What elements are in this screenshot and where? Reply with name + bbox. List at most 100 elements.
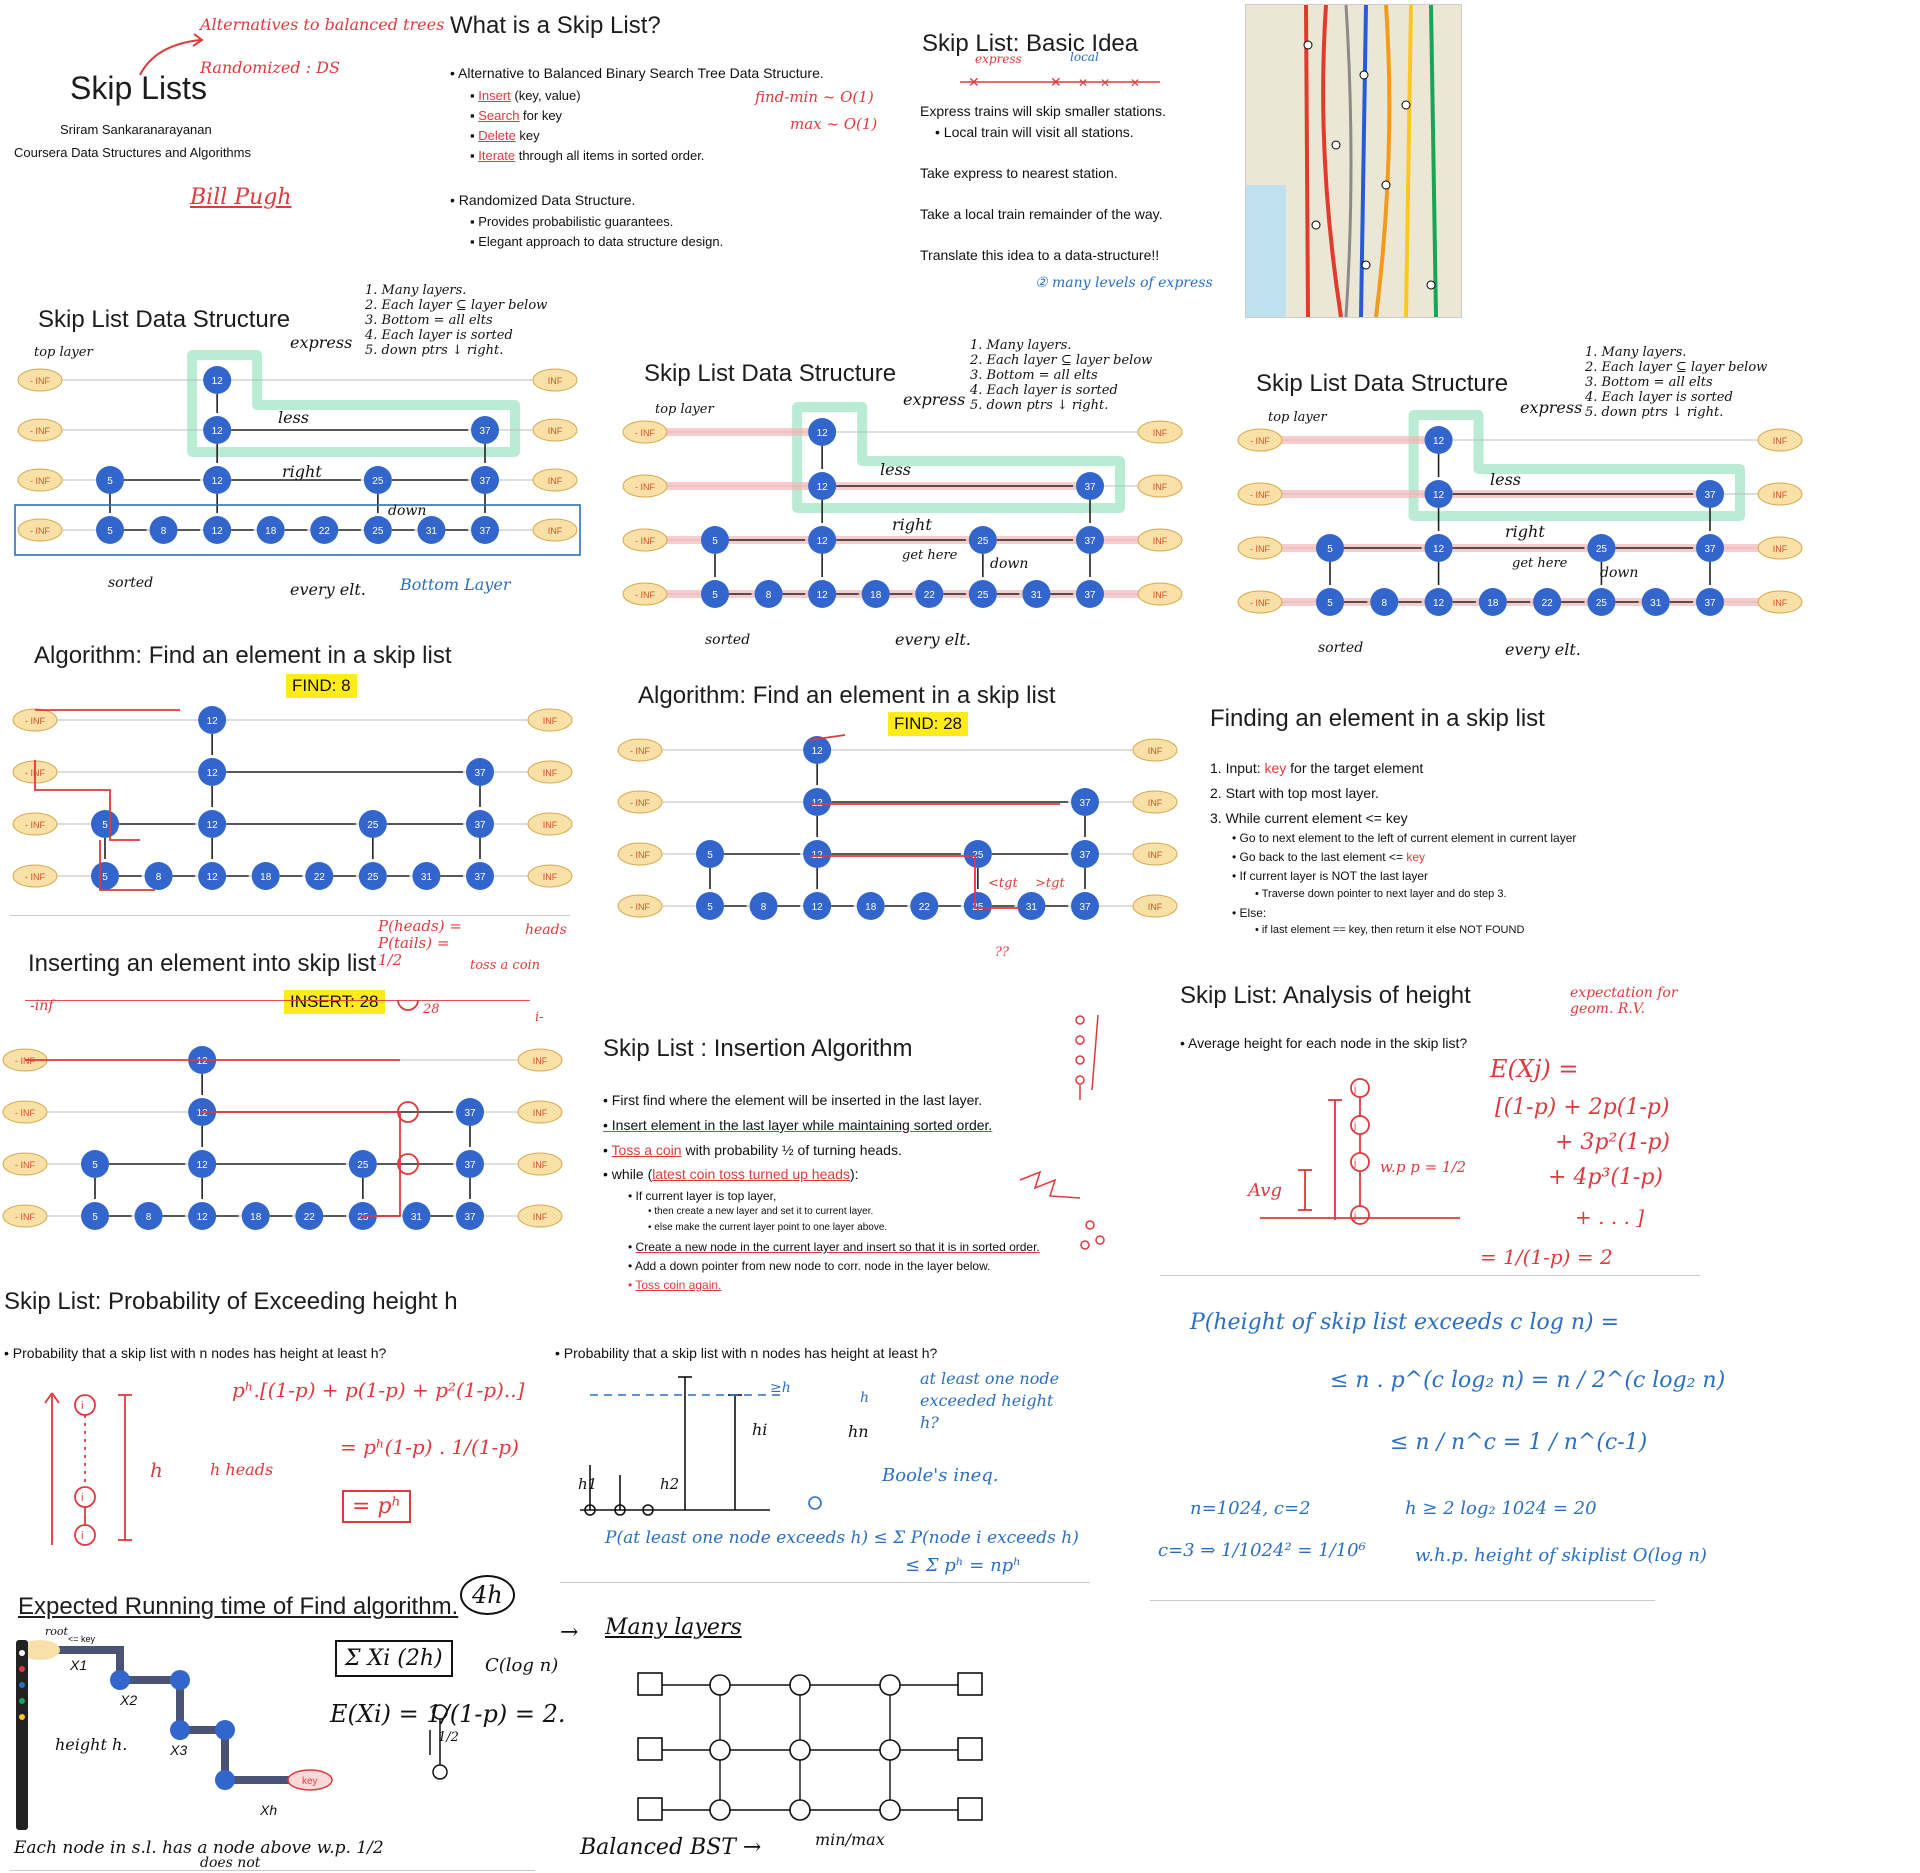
- what-is-title: What is a Skip List?: [450, 12, 661, 39]
- pos-inf-label: INF: [1153, 536, 1168, 546]
- prob2-note-hn: hn: [848, 1422, 869, 1441]
- skip-node: [1424, 588, 1453, 616]
- insert-algo-s4: • Toss coin again.: [628, 1278, 722, 1292]
- analysis-note-l5: = 1/(1-p) = 2: [1480, 1245, 1613, 1269]
- skip-node-label: 12: [1433, 598, 1445, 609]
- skip-node: [188, 1150, 217, 1178]
- skip-node-label: 37: [474, 820, 486, 831]
- neg-inf-label: - INF: [30, 376, 50, 386]
- run-x1-label: X1: [69, 1657, 87, 1673]
- prob-note-heads: h heads: [210, 1460, 274, 1479]
- new-node-28-mid: [397, 1101, 419, 1123]
- prob-note-3: = pʰ: [342, 1490, 412, 1523]
- insert-algo-b2: Insert element in the last layer while m…: [603, 1117, 993, 1133]
- ds-note-sorted-2: sorted: [705, 632, 751, 648]
- pos-inf-node: [1137, 420, 1183, 444]
- search-path-28-l4: [974, 856, 1020, 909]
- prob2-note-sum: P(at least one node exceeds h) ≤ Σ P(nod…: [605, 1528, 1079, 1548]
- svg-text:j: j: [1353, 1084, 1356, 1095]
- many-sentinel-left: [637, 1737, 663, 1761]
- running-note-doesnot: does not: [200, 1855, 261, 1871]
- skip-node-label: 8: [156, 872, 162, 883]
- skip-node-label: 25: [372, 476, 384, 487]
- red-ink-icon[interactable]: [19, 1666, 25, 1672]
- pen-toolbar[interactable]: [16, 1640, 28, 1830]
- neg-inf-node: [2, 1204, 48, 1228]
- skip-node: [808, 580, 837, 608]
- skip-node: [203, 466, 232, 494]
- pos-inf-label: INF: [1773, 598, 1788, 608]
- find-note-qq: ??: [995, 945, 1009, 960]
- skip-node: [803, 892, 832, 920]
- analysis-note-exj: E(Xj) =: [1490, 1055, 1579, 1083]
- skip-node: [188, 1202, 217, 1230]
- green-ink-icon[interactable]: [19, 1698, 25, 1704]
- insert-algo-b1: First find where the element will be ins…: [603, 1092, 982, 1108]
- prob2-bullet: Probability that a skip list with n node…: [555, 1345, 938, 1361]
- skip-node-label: 12: [212, 526, 224, 537]
- ds-note-sorted-1: sorted: [108, 575, 154, 591]
- finding-sub-6: • if last element == key, then return it…: [1255, 924, 1525, 936]
- ds-note-right-3: right: [1505, 522, 1545, 541]
- skip-node: [466, 810, 494, 838]
- skip-node-label: 12: [817, 482, 829, 493]
- skip-node-label: 31: [1026, 902, 1038, 913]
- pos-inf-node: [517, 1204, 563, 1228]
- skip-node: [358, 810, 387, 838]
- ds-note-right-2: right: [892, 515, 932, 534]
- neg-inf-node: [622, 528, 668, 552]
- skip-node-label: 12: [1433, 544, 1445, 555]
- neg-inf-node: [622, 474, 668, 498]
- skip-node: [456, 1150, 484, 1178]
- divider: [10, 915, 570, 916]
- skip-node: [256, 516, 285, 544]
- analysis-note-wp: w.p p = 1/2: [1380, 1158, 1467, 1176]
- insert-algo-s3: • Add a down pointer from new node to co…: [628, 1259, 991, 1273]
- ds-rules-3: 1. Many layers.2. Each layer ⊆ layer bel…: [1585, 345, 1768, 420]
- pen-tool-icon[interactable]: [19, 1650, 25, 1656]
- pos-inf-label: INF: [543, 716, 558, 726]
- insert-algo-b3: • Toss a coin with probability ½ of turn…: [603, 1142, 902, 1158]
- blue-ink-icon[interactable]: [19, 1682, 25, 1688]
- yellow-ink-icon[interactable]: [19, 1714, 25, 1720]
- new-node-28-top: [397, 1000, 419, 1011]
- neg-inf-label: - INF: [1250, 490, 1270, 500]
- pos-inf-label: INF: [1153, 482, 1168, 492]
- neg-inf-node: [17, 468, 63, 492]
- divider: [10, 1870, 535, 1871]
- pos-inf-label: INF: [543, 820, 558, 830]
- insert-algo-title: Skip List : Insertion Algorithm: [603, 1035, 913, 1062]
- express-highlight: [792, 402, 1125, 513]
- neg-inf-label: - INF: [635, 536, 655, 546]
- ds-top-layer-2: top layer: [655, 402, 714, 417]
- skip-node-label: 12: [817, 590, 829, 601]
- neg-inf-node: [12, 708, 58, 732]
- author: Sriram Sankaranarayanan: [60, 122, 212, 137]
- skip-node: [1076, 580, 1104, 608]
- pos-inf-node: [527, 760, 573, 784]
- analysis-note-expectation: expectation for geom. R.V.: [1570, 985, 1678, 1017]
- insert-algo-s1a: • then create a new layer and set it to …: [648, 1206, 874, 1217]
- pos-inf-node: [1757, 482, 1803, 506]
- clog-note-1: P(height of skip list exceeds c log n) =: [1190, 1310, 1620, 1335]
- many-sentinel-right: [957, 1797, 983, 1821]
- note-local: local: [1070, 50, 1099, 64]
- run-lekey-label: <= key: [68, 1634, 96, 1644]
- what-is-sub-2: ▪ Search for key: [470, 108, 563, 123]
- neg-inf-node: [2, 1152, 48, 1176]
- skip-node: [1316, 534, 1344, 562]
- skip-node-label: 5: [1327, 598, 1333, 609]
- note-find-min: find-min ~ O(1): [755, 88, 874, 106]
- skip-node: [910, 892, 939, 920]
- many-layers-title: Many layers: [605, 1615, 742, 1640]
- skip-node-label: 25: [372, 526, 384, 537]
- pos-inf-label: INF: [1773, 490, 1788, 500]
- ds-title-3: Skip List Data Structure: [1256, 370, 1509, 397]
- clog-note-7: w.h.p. height of skiplist O(log n): [1415, 1545, 1707, 1566]
- find-title-2: Algorithm: Find an element in a skip lis…: [638, 682, 1056, 709]
- skip-node-label: 18: [260, 872, 272, 883]
- running-note-root: root: [45, 1625, 68, 1638]
- skip-node: [305, 862, 334, 890]
- run-key-label: key: [302, 1776, 318, 1787]
